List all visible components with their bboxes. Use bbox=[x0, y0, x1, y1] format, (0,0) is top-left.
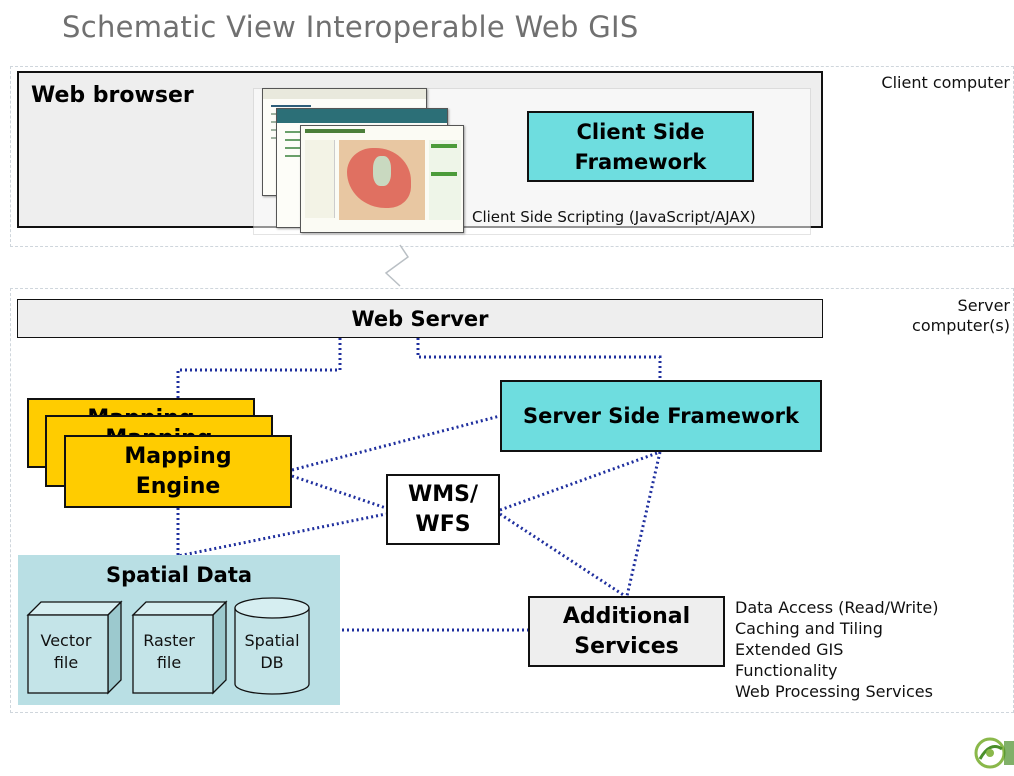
organization-logo-icon bbox=[974, 737, 1014, 769]
server-computers-label: Server computer(s) bbox=[912, 296, 1010, 335]
list-item: Functionality bbox=[735, 661, 838, 680]
wms-wfs-label: WMS/ WFS bbox=[407, 481, 479, 537]
mapping-engine-box: Mapping Engine bbox=[64, 435, 292, 508]
mapping-to-wms-connector bbox=[291, 474, 387, 510]
network-link-icon bbox=[384, 244, 410, 287]
raster-file-cube-icon bbox=[131, 600, 228, 695]
vector-file-cube-icon bbox=[26, 600, 123, 695]
serverframework-to-additional-connector bbox=[625, 451, 662, 597]
list-item: Extended GIS bbox=[735, 640, 844, 659]
spatial-db-cylinder-icon bbox=[234, 597, 310, 695]
webserver-to-serverframework-connector bbox=[416, 338, 662, 380]
client-side-scripting-label: Client Side Scripting (JavaScript/AJAX) bbox=[472, 208, 756, 226]
additional-services-list: Data Access (Read/Write) Caching and Til… bbox=[735, 597, 938, 702]
client-computer-label: Client computer bbox=[881, 73, 1010, 92]
webserver-to-mapping-connector bbox=[176, 338, 342, 398]
web-server-label: Web Server bbox=[351, 306, 489, 331]
server-side-framework-box: Server Side Framework bbox=[500, 380, 822, 452]
web-map-screenshot-stack-icon bbox=[258, 88, 468, 236]
wms-wfs-box: WMS/ WFS bbox=[386, 474, 500, 545]
list-item: Data Access (Read/Write) bbox=[735, 598, 939, 617]
client-side-framework-label: Client Side Framework bbox=[574, 119, 707, 174]
web-server-box: Web Server bbox=[17, 299, 823, 338]
server-side-framework-label: Server Side Framework bbox=[522, 404, 800, 428]
additional-services-box: Additional Services bbox=[528, 596, 725, 667]
list-item: Caching and Tiling bbox=[735, 619, 883, 638]
web-browser-label: Web browser bbox=[31, 83, 194, 108]
screenshot-front bbox=[300, 125, 464, 233]
serverframework-to-wms-connector bbox=[499, 450, 661, 512]
raster-file-label: Raster file bbox=[143, 631, 195, 672]
list-item: Web Processing Services bbox=[735, 682, 933, 701]
client-side-framework-box: Client Side Framework bbox=[527, 111, 754, 182]
spatial-db-label: Spatial DB bbox=[244, 631, 300, 672]
spatial-data-title: Spatial Data bbox=[105, 563, 253, 587]
mapping-to-spatial-connector bbox=[176, 508, 387, 558]
mapping-engine-label: Mapping Engine bbox=[124, 443, 232, 499]
page-title: Schematic View Interoperable Web GIS bbox=[62, 10, 639, 44]
wms-to-additional-connector bbox=[499, 512, 626, 598]
mapping-to-serverframework-connector bbox=[291, 414, 501, 472]
additional-services-label: Additional Services bbox=[562, 603, 691, 659]
vector-file-label: Vector file bbox=[40, 631, 92, 672]
